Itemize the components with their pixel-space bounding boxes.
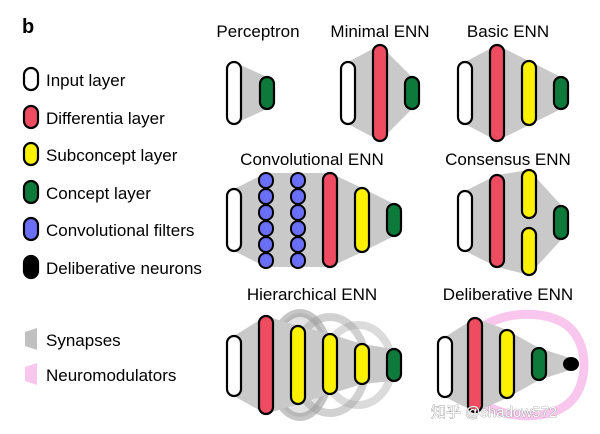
concept-layer <box>385 347 403 383</box>
concept-layer <box>403 75 421 111</box>
convolutional-filter <box>290 204 306 221</box>
concept-layer <box>552 75 570 111</box>
differentia-layer <box>488 173 506 269</box>
input-layer <box>225 60 243 126</box>
convolutional-filter <box>258 204 274 221</box>
subconcept-layer <box>353 342 371 386</box>
convolutional-filter <box>290 252 306 269</box>
basic-enn-diagram: Basic ENN <box>456 22 570 143</box>
legend-swatch-input <box>22 66 40 92</box>
deliberative-enn-title: Deliberative ENN <box>443 285 573 304</box>
subconcept-layer <box>289 324 307 406</box>
differentia-layer <box>466 316 484 414</box>
legend-swatch-neuromodulators <box>25 363 37 385</box>
consensus-enn-diagram: Consensus ENN <box>445 150 571 277</box>
concept-layer <box>530 346 548 382</box>
legend-swatch-differentia <box>22 104 40 130</box>
convolutional-enn-diagram: Convolutional ENN <box>225 150 403 269</box>
legend-label-neuromodulators: Neuromodulators <box>46 366 176 385</box>
legend-label-convolutional: Convolutional filters <box>46 221 194 240</box>
hierarchical-enn-title: Hierarchical ENN <box>247 285 377 304</box>
convolutional-filter <box>290 220 306 237</box>
legend-swatch-subconcept <box>22 141 40 167</box>
legend-swatch-synapses <box>25 328 37 350</box>
synapse-wedge <box>234 62 267 124</box>
legend-label-differentia: Differentia layer <box>46 109 165 128</box>
convolutional-filter <box>258 252 274 269</box>
convolutional-filter <box>290 236 306 253</box>
perceptron-diagram: Perceptron <box>216 22 300 126</box>
differentia-layer <box>371 43 389 143</box>
input-layer <box>436 335 454 399</box>
concept-layer <box>385 202 403 238</box>
deliberative-enn-diagram: Deliberative ENN <box>436 285 589 421</box>
legend-label-input: Input layer <box>46 71 126 90</box>
subconcept-layer <box>520 168 538 220</box>
concept-layer <box>258 75 276 111</box>
input-layer <box>225 187 243 253</box>
concept-layer <box>552 204 570 241</box>
differentia-layer <box>321 171 339 269</box>
legend-swatch-deliberative <box>22 254 40 280</box>
basic-enn-title: Basic ENN <box>467 22 549 41</box>
subconcept-layer <box>353 186 371 254</box>
minimal-enn-title: Minimal ENN <box>330 22 429 41</box>
input-layer <box>339 60 357 126</box>
input-layer <box>225 334 243 398</box>
convolutional-filter <box>258 172 274 189</box>
differentia-layer <box>488 43 506 143</box>
subconcept-layer <box>498 328 516 400</box>
minimal-enn-diagram: Minimal ENN <box>330 22 430 143</box>
input-layer <box>456 60 474 126</box>
watermark: 知乎 @shadow572 <box>431 404 557 421</box>
convolutional-filter <box>290 172 306 189</box>
legend-swatch-convolutional <box>22 216 40 242</box>
hierarchical-enn-diagram: Hierarchical ENN <box>225 285 403 421</box>
legend-label-deliberative: Deliberative neurons <box>46 259 202 278</box>
panel-label: b <box>22 16 34 38</box>
convolutional-filter <box>258 236 274 253</box>
legend-swatch-concept <box>22 179 40 205</box>
convolutional-filter <box>258 188 274 205</box>
legend-label-subconcept: Subconcept layer <box>46 146 178 165</box>
legend-label-synapses: Synapses <box>46 331 121 350</box>
differentia-layer <box>257 314 275 416</box>
convolutional-filter <box>290 188 306 205</box>
convolutional-filter <box>258 220 274 237</box>
legend-label-concept: Concept layer <box>46 184 151 203</box>
convolutional-enn-title: Convolutional ENN <box>240 150 384 169</box>
deliberative-neuron <box>563 357 579 371</box>
legend: Input layer Differentia layer Subconcept… <box>22 66 202 385</box>
neuromodulator-loop <box>475 309 589 421</box>
subconcept-layer <box>520 59 538 127</box>
subconcept-layer <box>520 226 538 277</box>
input-layer <box>456 189 474 253</box>
consensus-enn-title: Consensus ENN <box>445 150 571 169</box>
perceptron-title: Perceptron <box>216 22 299 41</box>
subconcept-layer <box>321 332 339 396</box>
